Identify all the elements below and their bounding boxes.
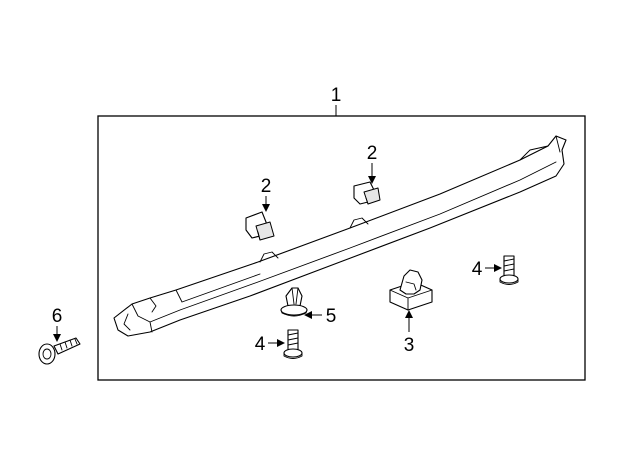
arrowhead-6 bbox=[53, 334, 61, 342]
callout-clip-lower: 2 bbox=[261, 176, 272, 212]
arrowhead-3 bbox=[405, 310, 413, 318]
arrowhead-4-right bbox=[494, 264, 502, 272]
callout-label-4-right: 4 bbox=[472, 259, 483, 280]
retainer-part bbox=[389, 269, 433, 311]
screw-right-part bbox=[499, 255, 519, 285]
clip-lower-part bbox=[245, 211, 275, 241]
callout-label-4-lower: 4 bbox=[255, 334, 266, 355]
callout-clip-upper: 2 bbox=[367, 143, 378, 184]
arrowhead-2-lower bbox=[262, 204, 270, 212]
callout-label-2-lower: 2 bbox=[261, 176, 272, 197]
callout-retainer: 3 bbox=[404, 310, 415, 356]
bolt-part bbox=[38, 337, 81, 365]
screw-lower-part bbox=[283, 329, 303, 359]
callout-screw-right: 4 bbox=[472, 259, 502, 280]
callout-rocker-molding: 1 bbox=[331, 85, 342, 116]
callout-label-3: 3 bbox=[404, 335, 415, 356]
callout-label-6: 6 bbox=[52, 306, 63, 327]
callout-screw-lower: 4 bbox=[255, 334, 285, 355]
callout-label-5: 5 bbox=[326, 306, 337, 327]
callout-label-1: 1 bbox=[331, 85, 342, 106]
arrowhead-5 bbox=[304, 311, 312, 319]
clip-upper-part bbox=[353, 181, 381, 205]
arrowhead-2-upper bbox=[368, 176, 376, 184]
push-clip-part bbox=[280, 287, 308, 317]
arrowhead-4-lower bbox=[277, 339, 285, 347]
callout-push-clip: 5 bbox=[304, 306, 336, 327]
callout-label-2-upper: 2 bbox=[367, 143, 378, 164]
rocker-molding-part bbox=[113, 135, 567, 337]
callout-bolt: 6 bbox=[52, 306, 63, 342]
assembly-frame bbox=[97, 115, 586, 381]
